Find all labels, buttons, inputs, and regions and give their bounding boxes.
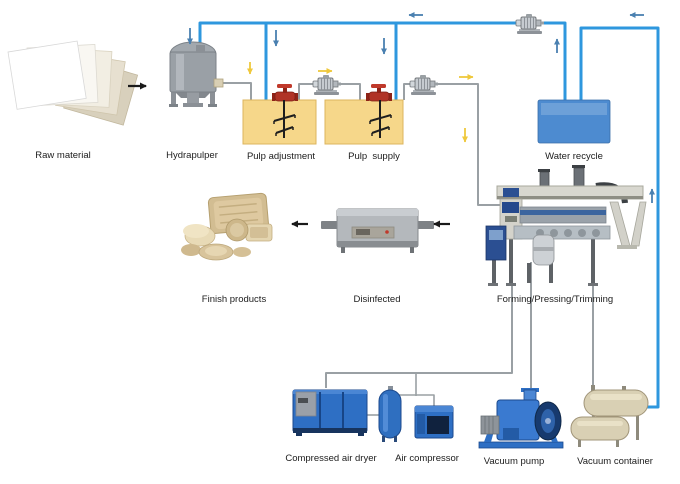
adjustment-valve [271, 83, 299, 102]
compressed-air-dryer-machine [292, 389, 368, 436]
label-pulp-adjustment: Pulp adjustment [246, 151, 316, 162]
finish-products-image [181, 192, 273, 261]
hydrapulper-machine [169, 41, 224, 107]
air-compressor-machine [414, 405, 454, 439]
water-recycle-tank [537, 99, 611, 144]
vacuum-container-machine [570, 385, 649, 447]
label-vacuum-pump: Vacuum pump [483, 456, 545, 467]
pulp-pump-1 [312, 74, 342, 96]
label-pulp-supply: Pulp supply [348, 151, 400, 162]
water-supply-pipe [198, 21, 567, 100]
water-pipes [198, 21, 660, 409]
water-return-pipe [579, 26, 660, 409]
label-hydrapulper: Hydrapulper [166, 150, 218, 161]
label-compressed-air-dryer: Compressed air dryer [285, 453, 377, 464]
label-forming: Forming/Pressing/Trimming [496, 294, 614, 305]
pulp-adjustment-tank [242, 99, 317, 145]
supply-to-forming-pipe [403, 83, 513, 206]
label-air-compressor: Air compressor [395, 453, 459, 464]
vacuum-pump-machine [478, 388, 564, 449]
disinfected-machine [321, 208, 434, 253]
forming-machine [485, 165, 647, 286]
air-tank [378, 386, 402, 442]
raw-material-image [7, 40, 139, 126]
label-raw-material: Raw material [35, 150, 91, 161]
pulper-outlet-pipe [213, 82, 252, 100]
flow-arrows [128, 12, 655, 228]
pulp-supply-tank [324, 99, 404, 145]
label-disinfected: Disinfected [353, 294, 401, 305]
label-finish-products: Finish products [201, 294, 267, 305]
air-header-pipe [325, 262, 513, 388]
supply-valve [365, 83, 393, 102]
water-recycle-pump [515, 13, 545, 35]
label-vacuum-container: Vacuum container [577, 456, 653, 467]
label-water-recycle: Water recycle [545, 151, 603, 162]
pulp-pump-2 [409, 74, 439, 96]
